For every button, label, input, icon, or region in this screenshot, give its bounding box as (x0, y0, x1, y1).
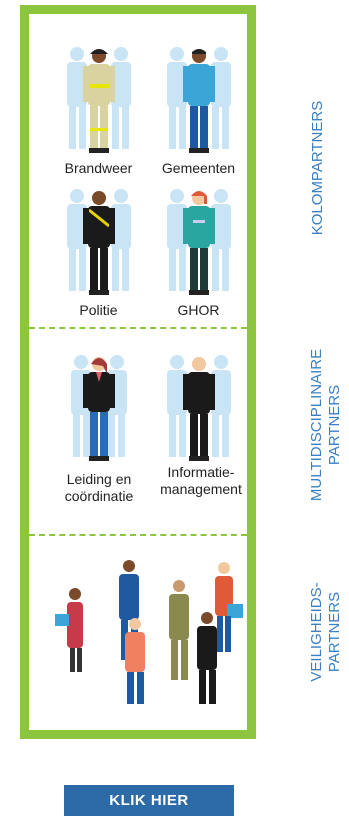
label-leiding: Leiding en coördinatie (49, 471, 149, 505)
politie-figure[interactable] (59, 186, 139, 301)
section-divider-2 (29, 534, 247, 536)
multi-title-line1: MULTIDISCIPLINAIRE (308, 348, 325, 502)
ghor-figure[interactable] (159, 186, 239, 301)
multidisciplinaire-title: MULTIDISCIPLINAIRE PARTNERS (308, 349, 344, 501)
label-politie: Politie (79, 302, 118, 318)
label-informatie-line2: management (160, 481, 242, 497)
veilig-title-line2: PARTNERS (326, 591, 343, 673)
multi-title-line2: PARTNERS (326, 384, 343, 466)
informatie-figure[interactable] (159, 352, 239, 467)
label-brandweer: Brandweer (64, 160, 133, 176)
label-gemeenten: Gemeenten (161, 160, 236, 176)
leiding-figure[interactable] (59, 352, 139, 467)
klik-hier-button[interactable]: KLIK HIER (64, 785, 234, 816)
section-divider-1 (29, 327, 247, 329)
label-leiding-line2: coördinatie (64, 488, 134, 504)
veilig-title-line1: VEILIGHEIDS- (308, 582, 325, 682)
label-ghor: GHOR (177, 302, 220, 318)
kolompartners-title: KOLOMPARTNERS (309, 100, 326, 236)
veiligheid-group-figure[interactable] (47, 546, 247, 706)
brandweer-figure[interactable] (59, 44, 139, 159)
label-leiding-line1: Leiding en (66, 471, 132, 487)
partners-frame: Brandweer Gemeenten Politie GHOR (20, 5, 256, 739)
veiligheidspartners-title: VEILIGHEIDS- PARTNERS (308, 582, 344, 681)
gemeenten-figure[interactable] (159, 44, 239, 159)
label-informatie: Informatie- management (151, 464, 251, 498)
label-informatie-line1: Informatie- (167, 464, 235, 480)
